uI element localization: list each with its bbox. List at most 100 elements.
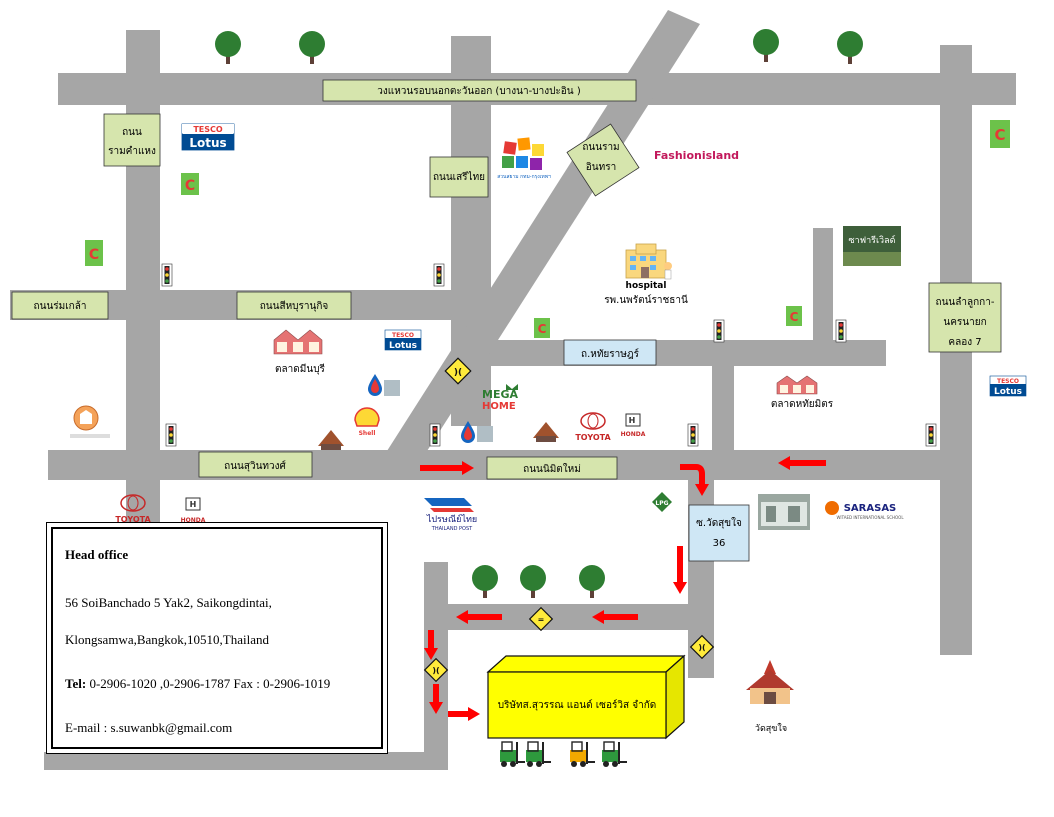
min-buri-market-label: ตลาดมีนบุรี — [275, 363, 326, 375]
label-soi-wat-1: ซ.วัดสุขใจ — [696, 517, 742, 529]
road-ram-intra — [380, 10, 700, 462]
head-office-address-line1: 56 SoiBanchado 5 Yak2, Saikongdintai, — [65, 595, 272, 610]
government-emblem-icon — [70, 405, 110, 438]
junction-warning-sign-icon — [528, 606, 554, 632]
wat-suk-jai-label: วัดสุขใจ — [755, 723, 787, 734]
temple-icon — [533, 422, 559, 442]
arrow-left-icon — [456, 610, 502, 624]
tree-icon — [579, 565, 605, 598]
svg-text:HOME: HOME — [482, 401, 516, 412]
label-soi-wat-2: 36 — [713, 538, 726, 549]
label-box-ramkhamhaeng — [103, 113, 161, 167]
svg-text:HONDA: HONDA — [621, 431, 646, 438]
arrow-left-icon — [778, 456, 826, 470]
tree-icon — [215, 31, 241, 64]
toyota-logo-icon: TOYOTA — [575, 412, 611, 442]
arrow-turn-down-icon — [680, 464, 709, 496]
head-office-address-line2: Klongsamwa,Bangkok,10510,Thailand — [65, 632, 269, 647]
gas-station-icon — [368, 374, 400, 396]
tesco-lotus-logo-icon: TESCO Lotus — [384, 329, 422, 351]
hospital-icon — [625, 243, 672, 280]
svg-text:TOYOTA: TOYOTA — [575, 433, 611, 442]
svg-text:C: C — [185, 178, 195, 194]
label-suwinthawong: ถนนสุวินทวงศ์ — [224, 460, 286, 472]
svg-text:THAILAND POST: THAILAND POST — [431, 526, 473, 532]
svg-text:TESCO: TESCO — [392, 332, 414, 339]
shell-logo-icon: Shell — [354, 407, 380, 437]
traffic-light-icon — [165, 423, 177, 447]
svg-text:SARASAS: SARASAS — [844, 503, 897, 514]
svg-text:LPG: LPG — [655, 500, 668, 507]
label-luk-ka-3: คลอง 7 — [948, 337, 981, 348]
market-icon — [776, 375, 818, 395]
svg-text:MEGA: MEGA — [482, 388, 518, 401]
svg-text:C: C — [790, 310, 799, 324]
forklift-icon — [602, 741, 627, 767]
gas-station-icon — [461, 421, 493, 443]
traffic-light-icon — [433, 263, 445, 287]
mega-home-logo-icon: MEGA HOME — [482, 384, 518, 412]
label-box-ring-road — [322, 79, 637, 102]
junction-warning-sign-icon — [689, 634, 715, 660]
svg-text:C: C — [538, 322, 547, 336]
head-office-box: Head office 56 SoiBanchado 5 Yak2, Saiko… — [46, 522, 388, 754]
label-ramkhamhaeng-1: ถนน — [122, 127, 142, 138]
bigc-logo-icon: C — [990, 120, 1010, 148]
label-box-ram-intra — [566, 123, 640, 197]
arrow-right-icon — [448, 707, 480, 721]
hospital-name: รพ.นพรัตน์ราชธานี — [604, 294, 688, 306]
svg-text:WITAED INTERNATIONAL SCHOOL: WITAED INTERNATIONAL SCHOOL — [836, 515, 904, 520]
traffic-light-icon — [429, 423, 441, 447]
tree-icon — [299, 31, 325, 64]
road-safari — [813, 228, 833, 358]
company-name: บริษัทส.สุวรรณ แอนด์ เซอร์วิส จำกัด — [498, 699, 657, 711]
tree-icon — [753, 29, 779, 62]
head-office-email: E-mail : s.suwanbk@gmail.com — [65, 720, 233, 735]
forklift-icon — [570, 741, 595, 767]
label-box-nimit-mai — [486, 456, 618, 480]
bigc-logo-icon: C — [786, 306, 802, 326]
tesco-logos: TESCO Lotus TESCO Lotus TESCO Lotus — [181, 123, 1027, 397]
svg-text:C: C — [89, 247, 99, 263]
forklift-icon — [526, 741, 551, 767]
label-box-suwinthawong — [198, 451, 313, 478]
market-icon — [273, 329, 323, 355]
arrow-down-icon — [424, 630, 438, 660]
label-box-rom-klao — [11, 291, 109, 320]
traffic-light-icon — [835, 319, 847, 343]
tel-label: Tel: — [65, 676, 87, 691]
svg-text:TOYOTA: TOYOTA — [115, 515, 151, 524]
junction-warning-sign-icon — [444, 357, 472, 385]
svg-text:TESCO: TESCO — [193, 125, 223, 134]
forklift-icon — [500, 741, 525, 767]
label-seri-thai: ถนนเสรีไทย — [433, 171, 485, 183]
label-ramkhamhaeng-2: รามคำแหง — [108, 146, 156, 157]
label-ram-intra-1: ถนนราม — [582, 142, 619, 153]
svg-text:)(: )( — [454, 368, 462, 378]
svg-text:TESCO: TESCO — [997, 378, 1019, 385]
head-office-inner: Head office 56 SoiBanchado 5 Yak2, Saiko… — [51, 527, 383, 749]
arrow-left-icon — [592, 610, 638, 624]
forklifts — [500, 741, 627, 767]
bigc-logo-icon: C — [534, 318, 550, 338]
tel-numbers: 0-2906-1020 ,0-2906-1787 Fax : 0-2906-10… — [86, 676, 331, 691]
svg-text:ซาฟารีเวิลด์: ซาฟารีเวิลด์ — [849, 234, 896, 246]
direction-arrows — [420, 456, 826, 721]
label-ram-intra-2: อินทรา — [586, 162, 616, 173]
arrow-right-icon — [420, 461, 474, 475]
label-box-soi-wat — [688, 504, 750, 562]
bigc-logo-icon: C — [85, 240, 103, 266]
company-building — [486, 654, 686, 740]
road-labels: วงแหวนรอบนอกตะวันออก (บางนา-บางปะอิน ) ถ… — [11, 79, 1002, 562]
traffic-light-icon — [687, 423, 699, 447]
siam-park-logo-icon: สวนสยาม กทม-กรุงเทพฯ — [497, 137, 551, 180]
label-luk-ka-1: ถนนลำลูกกา- — [936, 297, 995, 308]
honda-logo-icon: H HONDA — [181, 497, 206, 524]
tesco-lotus-logo-icon: TESCO Lotus — [181, 123, 235, 151]
svg-text:)(: )( — [432, 666, 440, 675]
honda-logo-icon: H HONDA — [621, 413, 646, 438]
bigc-logos: C C C C C — [85, 120, 1010, 338]
temple-icon — [318, 430, 344, 450]
tree-icon — [472, 565, 498, 598]
